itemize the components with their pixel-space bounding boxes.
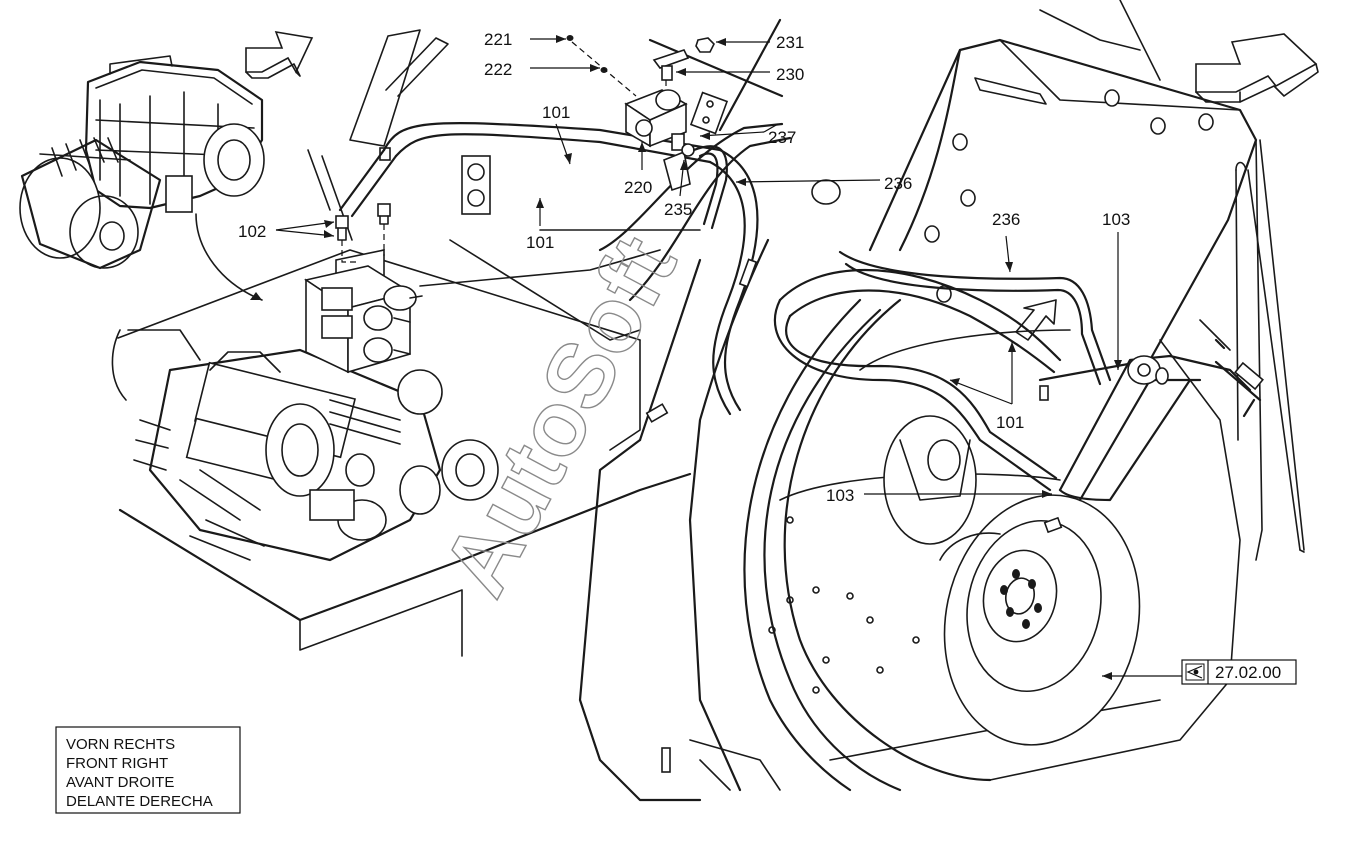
callout-235: 235 [664,200,692,219]
hose-236-upper-inner [698,152,719,226]
valve-block [304,249,423,374]
callout-230: 230 [776,65,804,84]
orientation-line-es: DELANTE DERECHA [66,793,213,810]
callout-236-right: 236 [992,210,1020,229]
reference-label: 27.02.00 [1215,663,1281,682]
fitting-102-b [377,203,391,225]
eye-view-icon [1185,663,1205,681]
part-221 [566,35,574,41]
callout-101-middle: 101 [526,233,554,252]
fitting-230 [652,49,690,81]
callout-231: 231 [776,33,804,52]
assembly-line-221 [571,41,637,97]
orientation-line-fr: AVANT DROITE [66,774,174,791]
callout-102: 102 [238,222,266,241]
callout-101-lower: 101 [996,413,1024,432]
machine-overview-thumbnail [19,55,265,270]
leader-lines [275,38,1182,677]
leader-arrowheads [324,35,1122,680]
orientation-line-en: FRONT RIGHT [66,755,168,772]
callout-103-lower: 103 [826,486,854,505]
callout-220: 220 [624,178,652,197]
drum-frame-plate [868,0,1305,561]
callout-221: 221 [484,30,512,49]
drum-hub-disk [939,494,1141,746]
fitting-102-a [335,215,349,241]
part-222 [600,67,608,73]
orientation-line-de: VORN RECHTS [66,736,175,753]
arrowhead-icon [250,292,262,300]
callout-236-upper: 236 [884,174,912,193]
callout-101-upper: 101 [542,103,570,122]
hydraulic-pump-assembly [133,348,499,562]
frame-pillar [578,18,841,802]
orientation-box: VORN RECHTS FRONT RIGHT AVANT DROITE DEL… [55,726,241,814]
nut-231 [695,37,715,53]
direction-arrow-left-icon [245,30,314,79]
direction-arrow-right-icon [1195,33,1319,103]
hydraulic-hose-236-right [838,250,1112,386]
bracket-plate [461,155,491,215]
callout-103-upper: 103 [1102,210,1130,229]
bracket-clamp [1015,299,1057,341]
detail-pointer-arrow [195,213,263,301]
scraper-arm [1058,319,1264,502]
hose-236-upper [692,145,728,230]
chassis-frame [111,29,701,657]
callout-222: 222 [484,60,512,79]
reference-box[interactable]: 27.02.00 [1181,659,1297,685]
callout-237: 237 [768,128,796,147]
hydraulic-hose-101 [338,122,759,416]
assembly-line-102a [341,240,360,263]
